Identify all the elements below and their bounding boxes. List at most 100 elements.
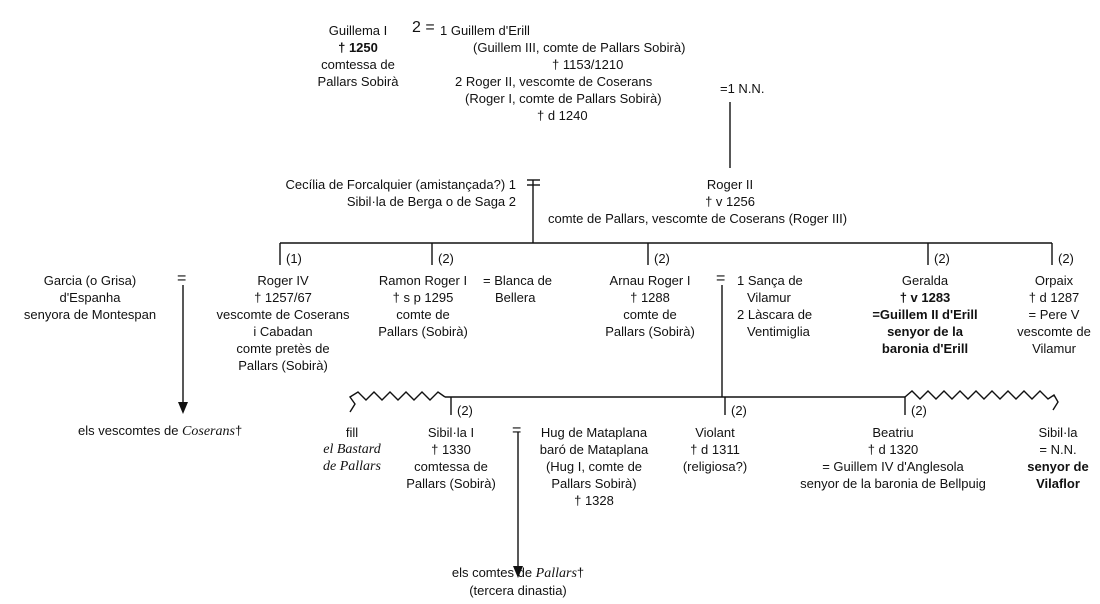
beatriu-branch-mark: (2) [911, 403, 927, 418]
violant-name: Violant [695, 425, 735, 440]
beatriu-name: Beatriu [872, 425, 914, 440]
guillema-death: † 1250 [338, 40, 378, 55]
ramon-title-2: Pallars (Sobirà) [378, 324, 468, 339]
husband2-name: 2 Roger II, vescomte de Coserans [455, 74, 653, 89]
note-pallars: els comtes de Pallars† (tercera dinastia… [410, 564, 626, 599]
garcia-title: senyora de Montespan [23, 307, 157, 322]
orpaix-spouse-title: vescomte de [1017, 324, 1091, 339]
wives-roger-ii: Cecília de Forcalquier (amistançada?) 1 … [200, 176, 517, 210]
arnau-branch-mark: (2) [654, 251, 670, 266]
arnau-name: Arnau Roger I [609, 273, 691, 288]
fill-name-2: de Pallars [323, 459, 381, 474]
person-guillem-erill-spouse: 1 Guillem d'Erill (Guillem III, comte de… [440, 22, 685, 73]
sibilla2-name: Sibil·la [1038, 425, 1078, 440]
hug-death: † 1328 [574, 493, 614, 508]
roger-iv-title-3: comte pretès de [236, 341, 330, 356]
person-ramon-roger-i: Ramon Roger I † s p 1295 comte de Pallar… [365, 272, 481, 340]
sibilla-branch-mark: (2) [457, 403, 473, 418]
roger-iv-branch-mark: (1) [286, 251, 302, 266]
person-blanca-bellera: = Blanca de Bellera [483, 272, 552, 306]
roger-ii-title: comte de Pallars, vescomte de Coserans (… [548, 211, 848, 226]
marriage-symbol-guillema: 2 = [412, 19, 435, 36]
arnau-title-2: Pallars (Sobirà) [605, 324, 695, 339]
orpaix-spouse-title-2: Vilamur [1032, 341, 1076, 356]
guillema-title-2: Pallars Sobirà [317, 74, 399, 89]
person-fill-bastard: fill el Bastard de Pallars [300, 424, 404, 475]
roger-iv-title-4: Pallars (Sobirà) [238, 358, 328, 373]
violant-note: (religiosa?) [682, 459, 748, 474]
sibilla-title: comtessa de [414, 459, 488, 474]
blanca-surname: Bellera [495, 290, 536, 305]
person-guillema-i: Guillema I † 1250 comtessa de Pallars So… [303, 22, 413, 90]
arnau-death: † 1288 [630, 290, 670, 305]
roger-iv-title-2: i Cabadan [253, 324, 313, 339]
note-coserans-prefix: els vescomtes de [78, 423, 183, 438]
sibilla-death: † 1330 [431, 442, 471, 457]
violant-death: † d 1311 [690, 442, 740, 457]
geralda-death: † v 1283 [899, 290, 951, 305]
husband1-alias: (Guillem III, comte de Pallars Sobirà) [473, 40, 686, 55]
note-pallars-name: Pallars [535, 566, 577, 581]
person-roger-iv: Roger IV † 1257/67 vescomte de Coserans … [205, 272, 361, 374]
ramon-branch-mark: (2) [438, 251, 454, 266]
husband2-death: † d 1240 [537, 108, 588, 123]
hug-alias-2: Pallars Sobirà) [551, 476, 637, 491]
geralda-spouse-title-2: baronia d'Erill [881, 341, 969, 356]
person-roger-ii-spouse: 2 Roger II, vescomte de Coserans (Roger … [455, 73, 662, 124]
arnau-wife-2-b: Ventimiglia [747, 324, 810, 339]
orpaix-death: † d 1287 [1028, 290, 1080, 305]
person-roger-ii: Roger II † v 1256 [560, 176, 900, 210]
ramon-name: Ramon Roger I [378, 273, 468, 288]
fill-label: fill [345, 425, 359, 440]
marriage-symbol-garcia: = [177, 270, 187, 287]
person-garcia: Garcia (o Grisa) d'Espanha senyora de Mo… [20, 272, 160, 323]
sibilla2-spouse-title: senyor de [1027, 459, 1089, 474]
roger-ii-death: † v 1256 [705, 194, 755, 209]
note-pallars-subtitle: (tercera dinastia) [469, 583, 567, 598]
husband2-alias: (Roger I, comte de Pallars Sobirà) [465, 91, 662, 106]
note-pallars-prefix: els comtes de [451, 565, 536, 580]
hug-name: Hug de Mataplana [540, 425, 648, 440]
roger-iv-death: † 1257/67 [254, 290, 312, 305]
ramon-death: † s p 1295 [392, 290, 454, 305]
garcia-origin: d'Espanha [59, 290, 121, 305]
marriage-symbol-arnau: = [716, 270, 726, 287]
person-geralda: Geralda † v 1283 =Guillem II d'Erill sen… [855, 272, 995, 357]
geralda-branch-mark: (2) [934, 251, 950, 266]
arnau-title: comte de [623, 307, 677, 322]
beatriu-spouse: = Guillem IV d'Anglesola [822, 459, 964, 474]
hug-title: baró de Mataplana [539, 442, 649, 457]
person-beatriu: Beatriu † d 1320 = Guillem IV d'Anglesol… [770, 424, 1016, 492]
person-orpaix: Orpaix † d 1287 = Pere V vescomte de Vil… [1012, 272, 1096, 357]
marriage-symbol-sibilla: = [512, 422, 522, 439]
beatriu-death: † d 1320 [867, 442, 919, 457]
garcia-name: Garcia (o Grisa) [43, 273, 137, 288]
roger-iv-title: vescomte de Coserans [216, 307, 350, 322]
arnau-wife-1-b: Vilamur [747, 290, 791, 305]
note-coserans: els vescomtes de Coserans† [78, 422, 242, 440]
guillema-title: comtessa de [321, 57, 395, 72]
orpaix-name: Orpaix [1034, 273, 1074, 288]
geralda-spouse: =Guillem II d'Erill [872, 307, 978, 322]
sibilla-title-2: Pallars (Sobirà) [406, 476, 496, 491]
person-sibilla-nn: Sibil·la = N.N. senyor de Vilaflor [1020, 424, 1096, 492]
husband1-death: † 1153/1210 [552, 57, 624, 72]
wife-cecilia: Cecília de Forcalquier (amistançada?) 1 [285, 177, 517, 192]
blanca-name: = Blanca de [483, 273, 553, 288]
person-hug-mataplana: Hug de Mataplana baró de Mataplana (Hug … [528, 424, 660, 509]
sibilla2-spouse-title-2: Vilaflor [1036, 476, 1080, 491]
roger-ii-name: Roger II [706, 177, 754, 192]
roger-iv-name: Roger IV [257, 273, 309, 288]
wife-sibilla-berga: Sibil·la de Berga o de Saga 2 [346, 194, 516, 209]
fill-name: el Bastard [323, 442, 381, 457]
note-pallars-dagger: † [576, 565, 585, 580]
hug-alias: (Hug I, comte de [545, 459, 643, 474]
spouse-nn: =1 N.N. [720, 81, 765, 96]
arnau-wife-2: 2 Làscara de [737, 307, 813, 322]
note-coserans-dagger: † [234, 423, 243, 438]
orpaix-branch-mark: (2) [1058, 251, 1074, 266]
husband1-name: 1 Guillem d'Erill [440, 23, 530, 38]
guillema-name: Guillema I [328, 23, 388, 38]
ramon-title: comte de [396, 307, 450, 322]
